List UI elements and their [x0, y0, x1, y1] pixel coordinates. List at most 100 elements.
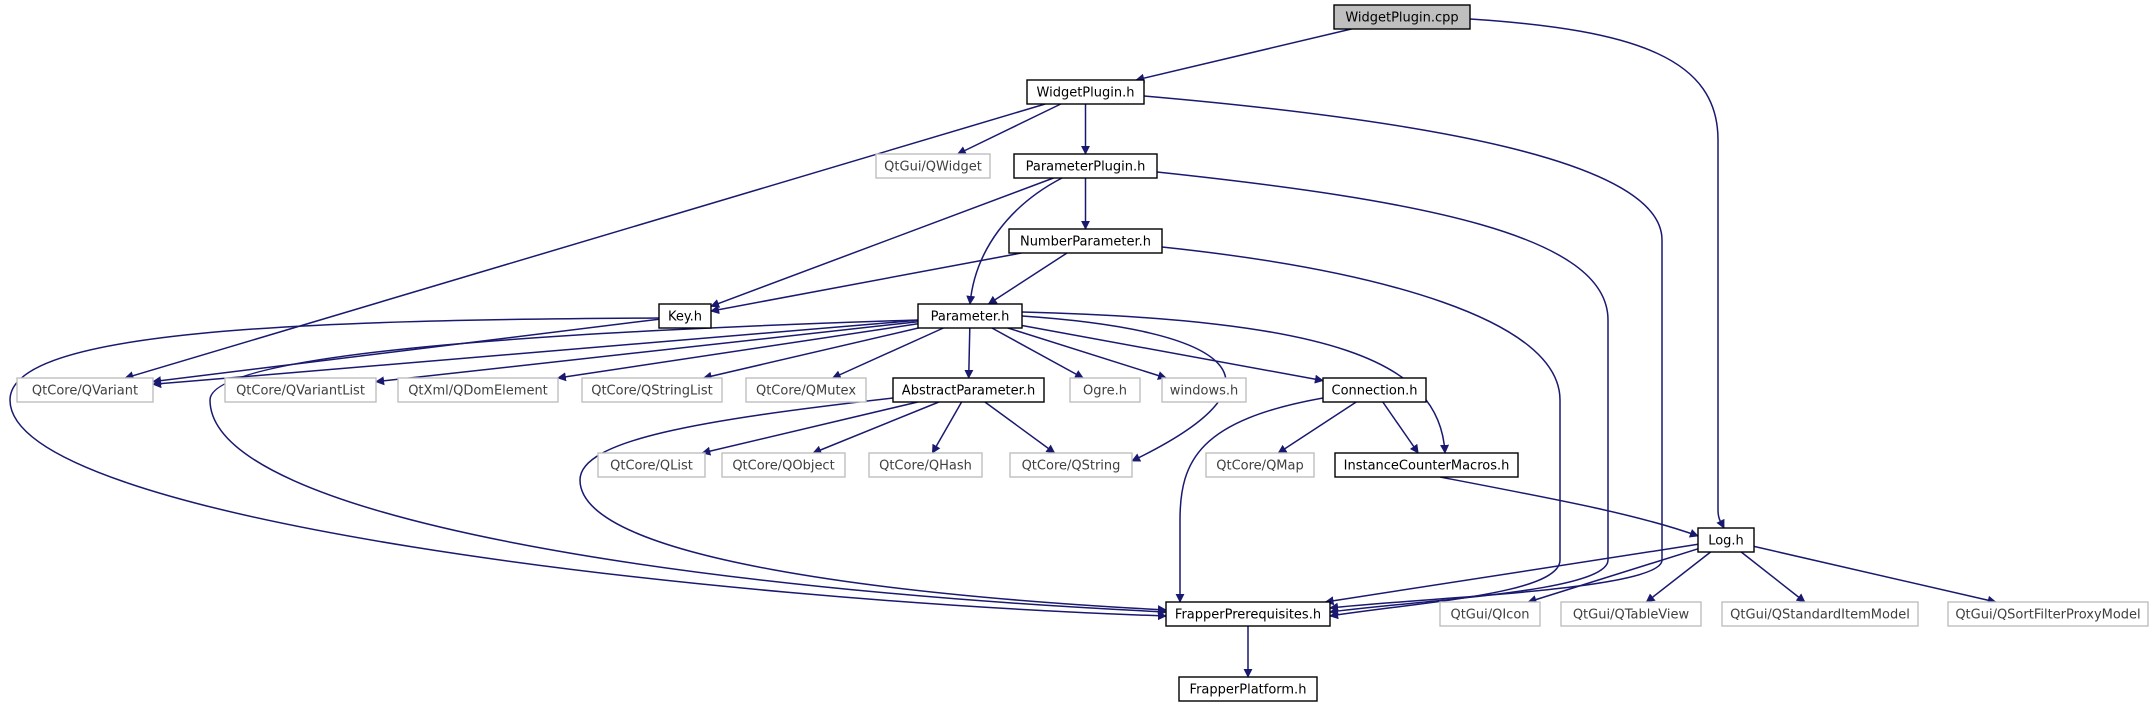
- node-label: QtGui/QSortFilterProxyModel: [1955, 608, 2140, 623]
- node-qtgui_qicon[interactable]: QtGui/QIcon: [1439, 601, 1541, 627]
- edge-widgetplugin_cpp-to-widgetplugin_h: [1135, 28, 1352, 83]
- node-box: [397, 377, 559, 403]
- node-ogre_h[interactable]: Ogre.h: [1069, 377, 1141, 403]
- node-label: InstanceCounterMacros.h: [1344, 459, 1510, 474]
- nodes-layer: WidgetPlugin.cppWidgetPlugin.hQtGui/QWid…: [16, 4, 2149, 702]
- node-qtcore_qmutex[interactable]: QtCore/QMutex: [745, 377, 867, 403]
- node-qtcore_qlist[interactable]: QtCore/QList: [597, 452, 706, 478]
- node-qtgui_qtableview[interactable]: QtGui/QTableView: [1560, 601, 1702, 627]
- edge-parameter_h-to-qtcore_qvariant: [152, 319, 919, 389]
- node-box: [658, 303, 712, 329]
- node-box: [1026, 79, 1145, 105]
- edge-log_h-to-frapperprerequisites_h: [1324, 543, 1699, 606]
- node-box: [892, 377, 1045, 403]
- node-box: [1721, 601, 1919, 627]
- node-label: WidgetPlugin.h: [1037, 86, 1135, 101]
- node-qtcore_qmap[interactable]: QtCore/QMap: [1205, 452, 1315, 478]
- node-label: QtCore/QString: [1022, 459, 1121, 474]
- edge-log_h-to-qtgui_qicon: [1527, 548, 1699, 604]
- node-qtxml_qdomelement[interactable]: QtXml/QDomElement: [397, 377, 559, 403]
- node-box: [721, 452, 846, 478]
- node-label: QtCore/QStringList: [591, 384, 713, 399]
- node-qtcore_qvariantlist[interactable]: QtCore/QVariantList: [224, 377, 377, 403]
- edge-widgetplugin_h-to-frapperprerequisites_h: [1143, 95, 1663, 612]
- edge-abstractparameter_h-to-qtcore_qhash: [931, 401, 963, 454]
- node-box: [1322, 377, 1427, 403]
- node-qtcore_qstringlist[interactable]: QtCore/QStringList: [581, 377, 723, 403]
- edge-numberparameter_h-to-key_h: [710, 252, 1022, 315]
- node-box: [1439, 601, 1541, 627]
- node-label: QtCore/QMutex: [756, 384, 856, 399]
- node-widgetplugin_h[interactable]: WidgetPlugin.h: [1026, 79, 1145, 105]
- node-box: [1165, 601, 1331, 627]
- node-box: [1205, 452, 1315, 478]
- node-label: NumberParameter.h: [1020, 235, 1151, 250]
- edge-connection_h-to-frapperprerequisites_h: [1175, 397, 1324, 603]
- node-box: [1560, 601, 1702, 627]
- edge-connection_h-to-instancecountermacros_h: [1382, 401, 1419, 454]
- node-parameter_h[interactable]: Parameter.h: [917, 303, 1023, 329]
- node-box: [581, 377, 723, 403]
- edge-abstractparameter_h-to-qtcore_qstring: [984, 401, 1056, 454]
- node-label: Log.h: [1708, 534, 1744, 549]
- node-label: QtCore/QList: [610, 459, 693, 474]
- edge-parameter_h-to-abstractparameter_h: [964, 327, 974, 379]
- node-label: windows.h: [1170, 384, 1238, 399]
- node-label: QtGui/QTableView: [1573, 608, 1690, 623]
- node-label: QtCore/QVariantList: [236, 384, 365, 399]
- node-numberparameter_h[interactable]: NumberParameter.h: [1008, 228, 1163, 254]
- edge-abstractparameter_h-to-frapperprerequisites_h: [579, 397, 1167, 615]
- node-qtcore_qhash[interactable]: QtCore/QHash: [868, 452, 983, 478]
- edge-numberparameter_h-to-frapperprerequisites_h: [1161, 246, 1561, 620]
- edge-numberparameter_h-to-parameter_h: [987, 252, 1068, 305]
- node-label: QtCore/QHash: [879, 459, 972, 474]
- edge-parameter_h-to-instancecountermacros_h: [1021, 311, 1450, 454]
- node-qtgui_qsortfilterproxymodel[interactable]: QtGui/QSortFilterProxyModel: [1947, 601, 2149, 627]
- edge-abstractparameter_h-to-qtcore_qlist: [701, 401, 918, 456]
- edge-log_h-to-qtgui_qtableview: [1645, 551, 1712, 603]
- node-box: [1697, 527, 1755, 553]
- edge-parameterplugin_h-to-key_h: [710, 177, 1054, 308]
- node-abstractparameter_h[interactable]: AbstractParameter.h: [892, 377, 1045, 403]
- node-label: FrapperPlatform.h: [1190, 683, 1307, 698]
- node-log_h[interactable]: Log.h: [1697, 527, 1755, 553]
- node-label: QtGui/QIcon: [1450, 608, 1529, 623]
- node-qtcore_qstring[interactable]: QtCore/QString: [1009, 452, 1133, 478]
- node-qtcore_qobject[interactable]: QtCore/QObject: [721, 452, 846, 478]
- node-label: ParameterPlugin.h: [1026, 160, 1146, 175]
- node-connection_h[interactable]: Connection.h: [1322, 377, 1427, 403]
- node-label: Key.h: [668, 310, 702, 325]
- node-qtgui_qwidget[interactable]: QtGui/QWidget: [875, 153, 991, 179]
- edge-widgetplugin_h-to-qtgui_qwidget: [956, 103, 1062, 155]
- node-label: AbstractParameter.h: [902, 384, 1035, 399]
- node-label: QtGui/QStandardItemModel: [1730, 608, 1910, 623]
- node-label: QtGui/QWidget: [884, 160, 982, 175]
- node-box: [597, 452, 706, 478]
- node-qtcore_qvariant[interactable]: QtCore/QVariant: [16, 377, 154, 403]
- edge-widgetplugin_cpp-to-log_h: [1469, 18, 1725, 529]
- node-label: Connection.h: [1332, 384, 1418, 399]
- node-box: [1008, 228, 1163, 254]
- node-frapperprerequisites_h[interactable]: FrapperPrerequisites.h: [1165, 601, 1331, 627]
- node-frapperplatform_h[interactable]: FrapperPlatform.h: [1178, 676, 1318, 702]
- edge-widgetplugin_h-to-qtcore_qvariant: [124, 103, 1046, 381]
- edge-abstractparameter_h-to-qtcore_qobject: [812, 401, 940, 455]
- node-label: Parameter.h: [931, 310, 1010, 325]
- node-windows_h[interactable]: windows.h: [1161, 377, 1247, 403]
- edge-parameterplugin_h-to-parameter_h: [966, 177, 1063, 305]
- node-parameterplugin_h[interactable]: ParameterPlugin.h: [1013, 153, 1158, 179]
- node-box: [1069, 377, 1141, 403]
- node-instancecountermacros_h[interactable]: InstanceCounterMacros.h: [1334, 452, 1519, 478]
- edge-instancecountermacros_h-to-log_h: [1439, 476, 1699, 538]
- node-key_h[interactable]: Key.h: [658, 303, 712, 329]
- edge-parameter_h-to-qtcore_qstringlist: [702, 327, 919, 381]
- edge-log_h-to-qtgui_qsortfilterproxymodel: [1753, 545, 1997, 605]
- node-label: QtCore/QVariant: [32, 384, 138, 399]
- node-qtgui_qstandarditemmodel[interactable]: QtGui/QStandardItemModel: [1721, 601, 1919, 627]
- edge-parameter_h-to-qtcore_qmutex: [831, 327, 944, 379]
- node-label: Ogre.h: [1083, 384, 1127, 399]
- node-box: [16, 377, 154, 403]
- node-widgetplugin_cpp[interactable]: WidgetPlugin.cpp: [1333, 4, 1471, 30]
- node-box: [1333, 4, 1471, 30]
